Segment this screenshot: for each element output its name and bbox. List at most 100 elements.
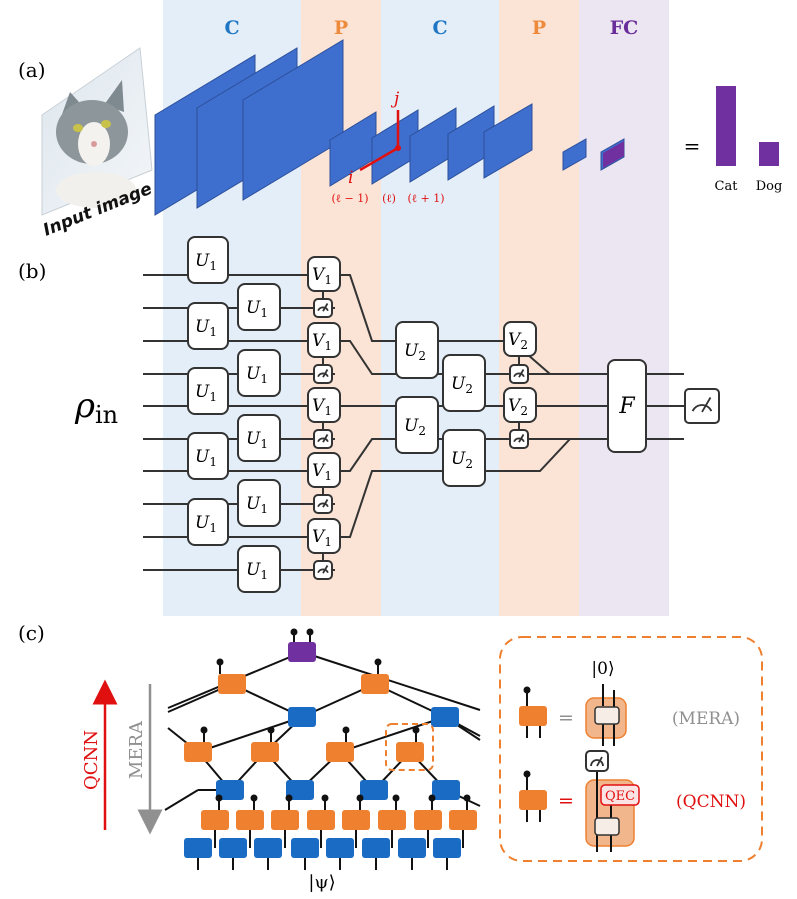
- v1-gate-2-label: V1: [312, 331, 332, 353]
- band-label-conv-2: C: [432, 17, 447, 39]
- band-label-pool-1: P: [334, 17, 348, 39]
- v1-gate-1-box: [307, 256, 341, 292]
- highlight-box: [385, 723, 434, 771]
- panel-label-b: (b): [18, 259, 46, 283]
- isometry-l1-4: [396, 742, 424, 762]
- bottom-state-label: |ψ⟩: [308, 872, 335, 893]
- fc-gate-label: F: [618, 394, 635, 419]
- disentangler-l1-2: [286, 780, 314, 800]
- circuit-gates: U1U1U1U1U1U1U1U1U1U1V1V1V1V1V1U2U2U2U2V2…: [187, 236, 720, 593]
- isometry-l0-3: [271, 810, 299, 830]
- disentangler-l1-3: [360, 780, 388, 800]
- v1-gate-3-box: [307, 387, 341, 423]
- u1-gate-a-5: U1: [187, 498, 229, 546]
- isometry-l1-3: [326, 742, 354, 762]
- feature-map-8: [483, 103, 533, 179]
- v1-gate-2-box: [307, 322, 341, 358]
- fc-band: [579, 0, 669, 616]
- fc-vector-output: [603, 141, 624, 168]
- axis-j-label: j: [390, 89, 400, 109]
- u1-gate-a-4-box: [187, 432, 229, 480]
- legend-mera-label: (MERA): [672, 709, 740, 729]
- u2-gate-2-box: [442, 354, 486, 412]
- legend: QEC: [519, 684, 640, 852]
- u1-gate-b-1-box: [237, 283, 281, 331]
- qcnn-circuit: ρin U1U1U1U1U1U1U1U1U1U1V1V1V1V1V1U2U2U2…: [74, 236, 720, 593]
- u1-gate-b-1-label: U1: [246, 298, 268, 320]
- u1-gate-b-5-box: [237, 545, 281, 593]
- v1-gate-5-label: V1: [312, 527, 332, 549]
- v1-meter-1: [313, 298, 333, 318]
- v2-meter-2: [509, 429, 529, 449]
- isometry-l1-2: [251, 742, 279, 762]
- disentangler-l0-8: [433, 838, 461, 858]
- legend-isometry-mera: [519, 706, 547, 726]
- v1-gate-1: V1: [307, 256, 341, 292]
- u1-gate-b-5: U1: [237, 545, 281, 593]
- disentangler-l0-6: [362, 838, 390, 858]
- axis-i-label: i: [348, 168, 353, 188]
- wire-surv-2: [330, 340, 600, 375]
- circuit-wires: [143, 274, 684, 571]
- disentangler-l2-2: [431, 707, 459, 727]
- u1-gate-a-2-box: [187, 302, 229, 350]
- v1-gate-1-label: V1: [312, 265, 332, 287]
- disentangler-l0-5: [326, 838, 354, 858]
- band-label-conv-1: C: [224, 17, 239, 39]
- u1-gate-a-4: U1: [187, 432, 229, 480]
- input-image: Input image: [40, 47, 155, 241]
- v1-meter-3: [313, 429, 333, 449]
- band-label-fc: FC: [610, 17, 639, 39]
- output-class-cat: Cat: [715, 179, 739, 194]
- v1-gate-5: V1: [307, 518, 341, 554]
- u1-gate-b-2: U1: [237, 349, 281, 397]
- u1-gate-a-5-label: U1: [195, 513, 217, 535]
- legend-isometry-qcnn: [519, 790, 547, 810]
- axis-origin: [395, 145, 401, 151]
- legend-equals-qcnn: =: [558, 790, 574, 812]
- u1-gate-a-2: U1: [187, 302, 229, 350]
- index-curr: (ℓ): [382, 192, 396, 205]
- wire-surv-4: [330, 438, 600, 472]
- u2-gate-4-label: U2: [451, 449, 473, 471]
- isometry-l0-1: [201, 810, 229, 830]
- u1-gate-b-3-box: [237, 414, 281, 462]
- u1-gate-b-4-label: U1: [246, 494, 268, 516]
- isometry-l0-8: [449, 810, 477, 830]
- u1-gate-a-3-label: U1: [195, 382, 217, 404]
- v1-gate-4-label: V1: [312, 461, 332, 483]
- pool-band-2: [499, 0, 579, 616]
- isometry-l2-2: [361, 674, 389, 694]
- u2-gate-2-label: U2: [451, 374, 473, 396]
- legend-equals-mera: =: [558, 707, 574, 729]
- u1-gate-a-1-label: U1: [195, 251, 217, 273]
- v2-gate-2-label: V2: [508, 396, 528, 418]
- panel-label-a: (a): [18, 58, 46, 82]
- disentangler-l1-1: [216, 780, 244, 800]
- fc-gate: F: [607, 359, 647, 453]
- v2-gate-2-box: [503, 387, 537, 423]
- disentangler-l0-3: [254, 838, 282, 858]
- output-bars: [716, 86, 779, 166]
- output-bar-cat: [716, 86, 736, 166]
- final-meter: [684, 388, 720, 424]
- v1-gate-4: V1: [307, 452, 341, 488]
- u1-gate-a-3: U1: [187, 367, 229, 415]
- legend-qec-box: [600, 784, 640, 806]
- cnn-panel: Input image j i (ℓ − 1) (ℓ) (ℓ + 1) = Ca…: [40, 39, 782, 241]
- v2-meter-1: [509, 364, 529, 384]
- isometry-l0-4: [307, 810, 335, 830]
- qcnn-arrow-label: QCNN: [81, 730, 102, 790]
- legend-qcnn-label: (QCNN): [676, 792, 746, 812]
- isometry-l2-1: [218, 674, 246, 694]
- output-equals: =: [684, 134, 701, 158]
- u2-gate-3-box: [395, 396, 439, 454]
- index-next: (ℓ + 1): [407, 192, 444, 205]
- v1-gate-3: V1: [307, 387, 341, 423]
- cat-drawing: [56, 80, 136, 208]
- u2-gate-4-box: [442, 429, 486, 487]
- v1-gate-2: V1: [307, 322, 341, 358]
- axis-i-line: [359, 146, 399, 172]
- u1-gate-a-4-label: U1: [195, 447, 217, 469]
- v1-meter-2: [313, 364, 333, 384]
